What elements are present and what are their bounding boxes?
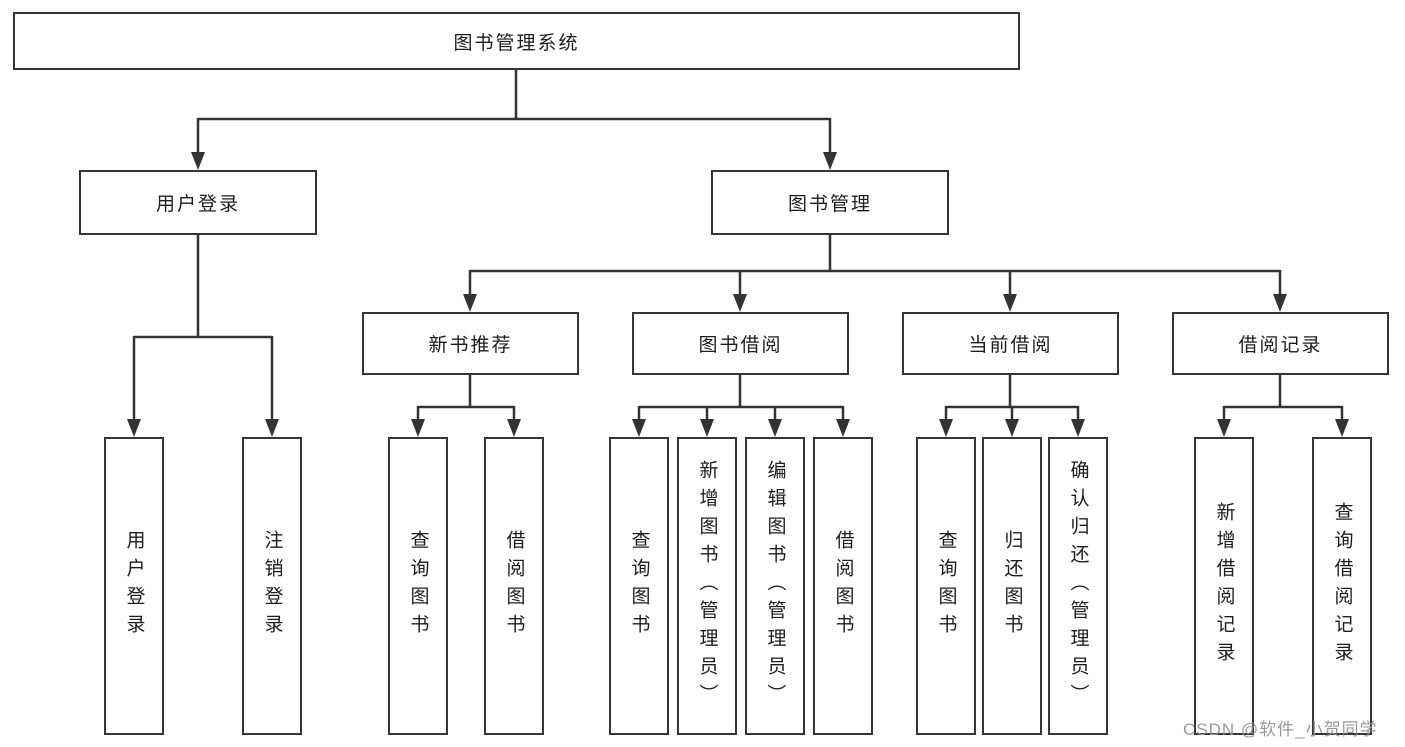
arrow-down-icon xyxy=(939,419,953,437)
leaf-current-query-books: 查询图书 xyxy=(916,437,976,735)
node-book-borrow: 图书借阅 xyxy=(632,312,849,375)
leaf-current-confirm-return-admin: 确认归还（管理员） xyxy=(1048,437,1108,735)
arrow-down-icon xyxy=(768,419,782,437)
arrow-down-icon xyxy=(1217,419,1231,437)
arrow-down-icon xyxy=(507,419,521,437)
leaf-current-return-books: 归还图书 xyxy=(982,437,1042,735)
leaf-logout: 注销登录 xyxy=(242,437,302,735)
node-user-login: 用户登录 xyxy=(79,170,317,235)
arrow-down-icon xyxy=(733,294,747,312)
arrow-down-icon xyxy=(1273,294,1287,312)
arrow-down-icon xyxy=(463,294,477,312)
leaf-records-add-record: 新增借阅记录 xyxy=(1194,437,1254,735)
leaf-borrow-borrow-books: 借阅图书 xyxy=(813,437,873,735)
arrow-down-icon xyxy=(191,152,205,170)
leaf-recommend-borrow-books: 借阅图书 xyxy=(484,437,544,735)
node-root-system: 图书管理系统 xyxy=(13,12,1020,70)
arrow-down-icon xyxy=(1335,419,1349,437)
arrow-down-icon xyxy=(411,419,425,437)
arrow-down-icon xyxy=(700,419,714,437)
arrow-down-icon xyxy=(127,419,141,437)
leaf-borrow-add-books-admin: 新增图书（管理员） xyxy=(677,437,737,735)
arrow-down-icon xyxy=(1071,419,1085,437)
csdn-watermark: CSDN @软件_小贺同学 xyxy=(1183,720,1378,739)
arrow-down-icon xyxy=(265,419,279,437)
arrow-down-icon xyxy=(1003,294,1017,312)
node-current-borrow: 当前借阅 xyxy=(902,312,1119,375)
node-new-book-recommend: 新书推荐 xyxy=(362,312,579,375)
leaf-records-query-record: 查询借阅记录 xyxy=(1312,437,1372,735)
leaf-borrow-query-books: 查询图书 xyxy=(609,437,669,735)
leaf-user-login: 用户登录 xyxy=(104,437,164,735)
node-book-management: 图书管理 xyxy=(711,170,949,235)
arrow-down-icon xyxy=(632,419,646,437)
leaf-borrow-edit-books-admin: 编辑图书（管理员） xyxy=(745,437,805,735)
arrow-down-icon xyxy=(836,419,850,437)
leaf-recommend-query-books: 查询图书 xyxy=(388,437,448,735)
arrow-down-icon xyxy=(1005,419,1019,437)
node-borrow-records: 借阅记录 xyxy=(1172,312,1389,375)
arrow-down-icon xyxy=(823,152,837,170)
